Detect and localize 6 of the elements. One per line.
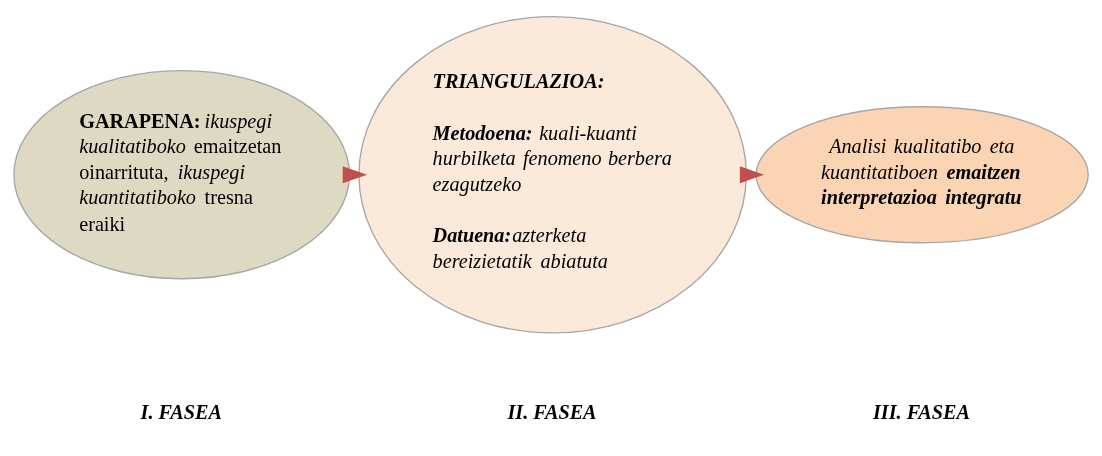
label: I. FASEA: [140, 400, 222, 423]
node-ellipse: Analisi kualitatibo eta kuantitatiboen emaitzen interpretazioa integratu: [755, 106, 1089, 244]
label: III. FASEA: [872, 400, 971, 423]
arrow: [342, 166, 368, 184]
label: II. FASEA: [507, 400, 597, 423]
arrow: [739, 166, 765, 184]
